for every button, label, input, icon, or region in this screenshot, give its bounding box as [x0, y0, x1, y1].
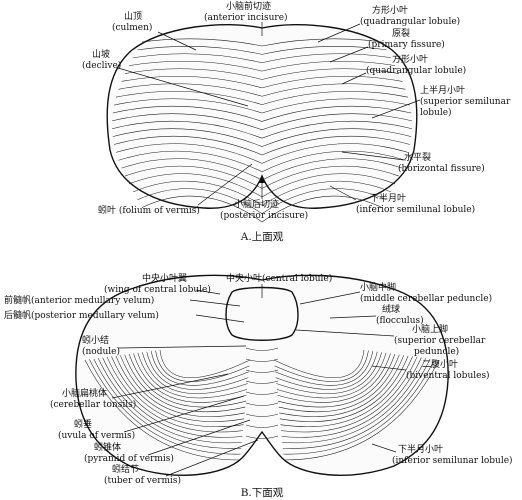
- label-pyramid-en: (pyramid of vermis): [84, 453, 174, 464]
- superior-folia-lines: [112, 38, 412, 223]
- label-uvula-en: (uvula of vermis): [58, 430, 135, 441]
- inferior-folia-lines: [84, 347, 440, 461]
- label-biventral-zh: 二腹小叶: [422, 358, 458, 370]
- label-wing-central-en: (wing of central lobule): [104, 284, 211, 295]
- label-quadrangular-2-zh: 方形小叶: [392, 53, 428, 65]
- label-middle-peduncle-en: (middle cerebellar peduncle): [360, 293, 492, 304]
- label-superior-peduncle-en2: peduncle): [414, 346, 459, 357]
- label-quadrangular-1-zh: 方形小叶: [372, 4, 408, 16]
- label-declive-zh: 山坡: [92, 48, 110, 60]
- label-flocculus-zh: 绒球: [382, 303, 400, 315]
- label-nodule-en: (nodule): [82, 346, 120, 357]
- label-tonsils-zh: 小脑扁桃体: [62, 387, 107, 399]
- label-quadrangular-2-en: (quadrangular lobule): [366, 65, 466, 76]
- label-horizontal-fissure-zh: 水平裂: [404, 151, 431, 163]
- label-posterior-incisure-zh: 小脑后切迹: [234, 198, 279, 210]
- label-posterior-medullary-velum: 后髓帆(posterior medullary velum): [4, 309, 159, 321]
- cerebellum-inferior-outline: [75, 274, 449, 476]
- label-horizontal-fissure-en: (horizontal fissure): [398, 163, 485, 174]
- label-quadrangular-1-en: (quadrangular lobule): [360, 16, 460, 27]
- label-superior-semilunar-en2: lobule): [420, 107, 452, 118]
- label-culmen-zh: 山顶: [124, 11, 142, 22]
- label-anterior-incisure-zh: 小脑前切迹: [226, 0, 271, 12]
- label-tuber-zh: 蚓结节: [112, 463, 139, 475]
- label-posterior-incisure-en: (posterior incisure): [220, 210, 308, 221]
- figure-b-inferior-view: [75, 274, 449, 476]
- label-biventral-en: (biventral lobules): [406, 370, 490, 381]
- figure-a-superior-view: [106, 23, 418, 223]
- label-folium-of-vermis: 蚓叶 (folium of vermis): [98, 205, 200, 216]
- label-anterior-incisure-en: (anterior incisure): [204, 12, 288, 23]
- label-tonsils-en: (cerebellar tonsils): [50, 399, 136, 410]
- label-superior-peduncle-zh: 小脑上脚: [412, 323, 448, 335]
- label-tuber-en: (tuber of vermis): [104, 475, 181, 486]
- label-inferior-semilunar-b-en: (inferior semilunar lobule): [392, 455, 513, 466]
- peduncle-cut-surface: [225, 286, 299, 341]
- label-superior-semilunar-zh: 上半月小叶: [420, 84, 465, 96]
- label-superior-semilunar-en: (superior semilunar: [420, 96, 511, 107]
- label-flocculus-en: (flocculus): [376, 315, 424, 326]
- label-pyramid-zh: 蚓锥体: [94, 441, 121, 453]
- label-culmen-en: (culmen): [112, 22, 152, 33]
- label-uvula-zh: 蚓垂: [74, 418, 92, 430]
- label-middle-peduncle-zh: 小脑中脚: [360, 281, 396, 293]
- caption-figure-b: B.下面观: [241, 487, 284, 499]
- label-nodule-zh: 蚓小结: [82, 334, 109, 346]
- label-central-lobule: 中央小叶(central lobule): [226, 272, 332, 284]
- label-declive-en: (declive): [82, 60, 121, 71]
- label-primary-fissure-en: (primary fissure): [368, 39, 445, 50]
- label-inferior-semilunar-b-zh: 下半月小叶: [398, 443, 443, 455]
- label-wing-central-zh: 中央小叶翼: [142, 272, 187, 284]
- label-anterior-medullary-velum: 前髓帆(anterior medullary velum): [4, 294, 154, 306]
- figure-b-labels: 中央小叶翼 (wing of central lobule) 中央小叶(cent…: [4, 272, 513, 499]
- label-inferior-semilunar-a-en: (inferior semilunal lobule): [356, 204, 475, 215]
- caption-figure-a: A.上面观: [240, 231, 284, 243]
- label-primary-fissure-zh: 原裂: [392, 28, 410, 39]
- figure-a-labels: 山顶 (culmen) 小脑前切迹 (anterior incisure) 方形…: [82, 0, 511, 243]
- label-superior-peduncle-en: (superior cerebellar: [394, 335, 486, 346]
- label-inferior-semilunar-a-zh: 下半月叶: [370, 192, 406, 204]
